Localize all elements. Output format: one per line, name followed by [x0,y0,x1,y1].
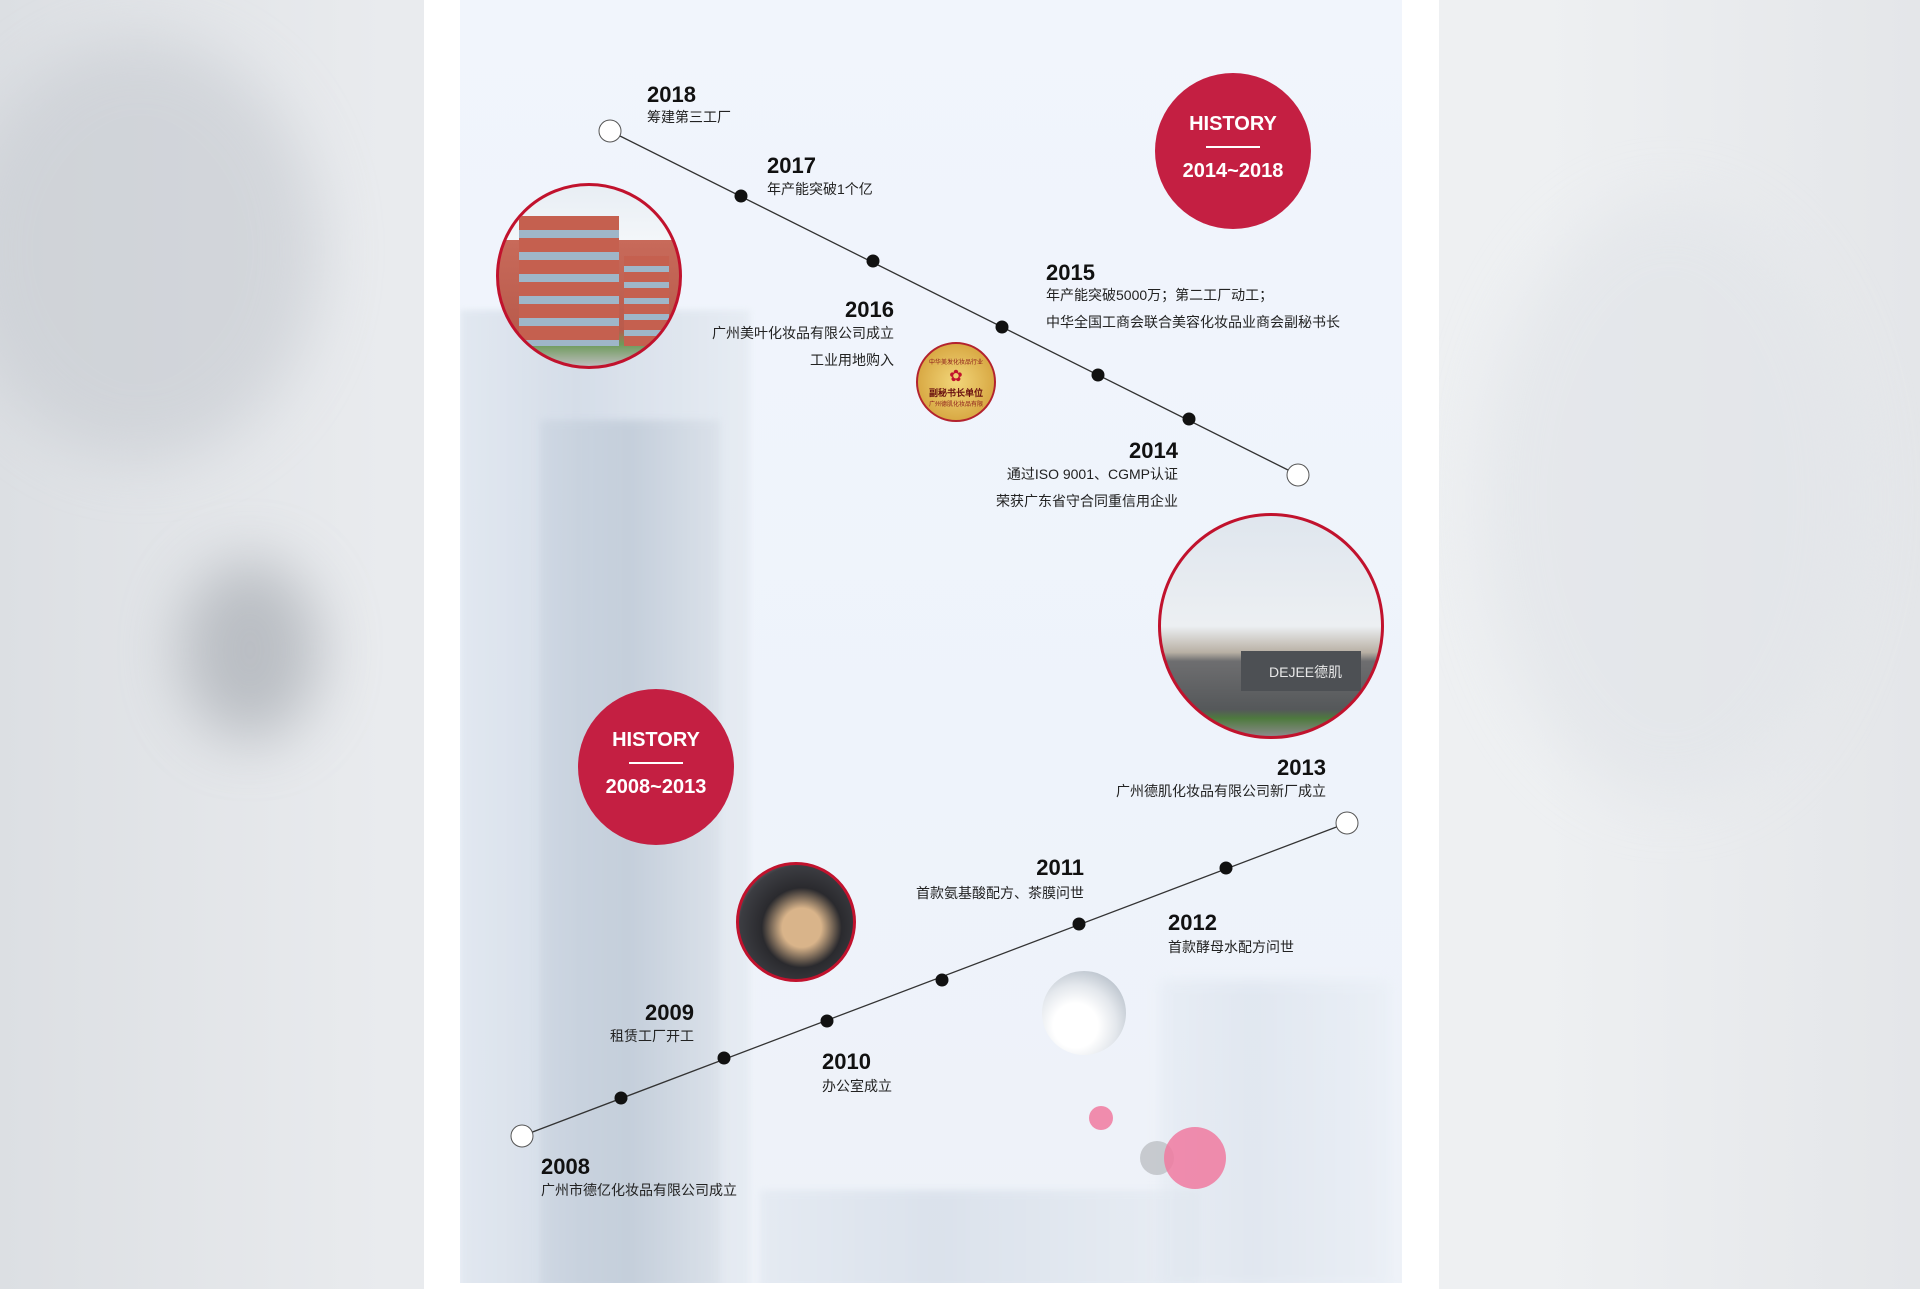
event-description: 年产能突破5000万；第二工厂动工； [1046,287,1274,303]
history-badge-2014-2018: HISTORY 2014~2018 [1155,73,1311,229]
event-year: 2017 [767,153,816,178]
timeline-dot [717,1051,731,1065]
event-description: 中华全国工商会联合美容化妆品业商会副秘书长 [1046,314,1340,330]
timeline-dot [1219,861,1233,875]
timeline-dot [1182,412,1196,426]
timeline-endpoint [598,119,622,143]
event-description: 首款氨基酸配方、茶膜问世 [916,885,1084,901]
history-label: HISTORY [1189,113,1277,135]
event-year: 2013 [1277,755,1326,780]
event-year: 2018 [647,82,696,107]
decorative-circle [1089,1106,1113,1130]
event-description: 租赁工厂开工 [610,1028,694,1044]
factory-sign-text: DEJEE德肌 [1269,664,1343,680]
timeline-line-lower [521,822,1348,1137]
history-badge-2008-2013: HISTORY 2008~2013 [578,689,734,845]
timeline-endpoint [1286,463,1310,487]
timeline-endpoint [510,1124,534,1148]
history-label: HISTORY [612,729,700,751]
timeline-endpoint [1335,811,1359,835]
timeline-dot [1072,917,1086,931]
event-description: 年产能突破1个亿 [767,181,873,197]
laboratory-photo [1042,971,1126,1055]
new-factory-photo: DEJEE德肌 [1158,513,1384,739]
event-description: 荣获广东省守合同重信用企业 [996,493,1178,509]
background-building [760,1190,1200,1283]
event-description: 广州市德亿化妆品有限公司成立 [541,1182,737,1198]
event-description: 办公室成立 [822,1078,892,1094]
timeline-dot [734,189,748,203]
event-year: 2016 [845,297,894,322]
decorative-circle [1164,1127,1226,1189]
event-year: 2011 [1036,855,1084,880]
event-year: 2009 [645,1000,694,1025]
badge-emblem-icon: ✿ [949,367,963,385]
event-description: 首款酵母水配方问世 [1168,939,1294,955]
divider [629,762,683,764]
divider [1206,146,1260,148]
event-year: 2014 [1129,438,1178,463]
event-year: 2012 [1168,910,1217,935]
badge-top-text: 中华美发化妆品行业 [928,359,983,366]
history-period: 2014~2018 [1182,160,1284,182]
timeline-dot [1091,368,1105,382]
timeline-dot [995,320,1009,334]
timeline-dot [935,973,949,987]
event-year: 2015 [1046,260,1095,285]
event-description: 广州德肌化妆品有限公司新厂成立 [1116,783,1326,799]
timeline-dot [820,1014,834,1028]
timeline-dot [866,254,880,268]
association-badge-medal: 中华美发化妆品行业 ✿ 副秘书长单位 广州德肌化妆品有限 [916,342,996,422]
history-period: 2008~2013 [605,776,707,798]
event-year: 2010 [822,1049,871,1074]
event-description: 筹建第三工厂 [647,109,731,125]
event-description: 工业用地购入 [810,352,894,368]
badge-center-text: 副秘书长单位 [928,387,983,398]
badge-bottom-text: 广州德肌化妆品有限 [928,401,983,408]
event-description: 通过ISO 9001、CGMP认证 [1006,466,1178,482]
background-building [540,420,720,1283]
event-description: 广州美叶化妆品有限公司成立 [712,325,894,341]
event-year: 2008 [541,1154,590,1179]
meeting-photo [736,862,856,982]
factory-building-photo [496,183,682,369]
timeline-dot [614,1091,628,1105]
